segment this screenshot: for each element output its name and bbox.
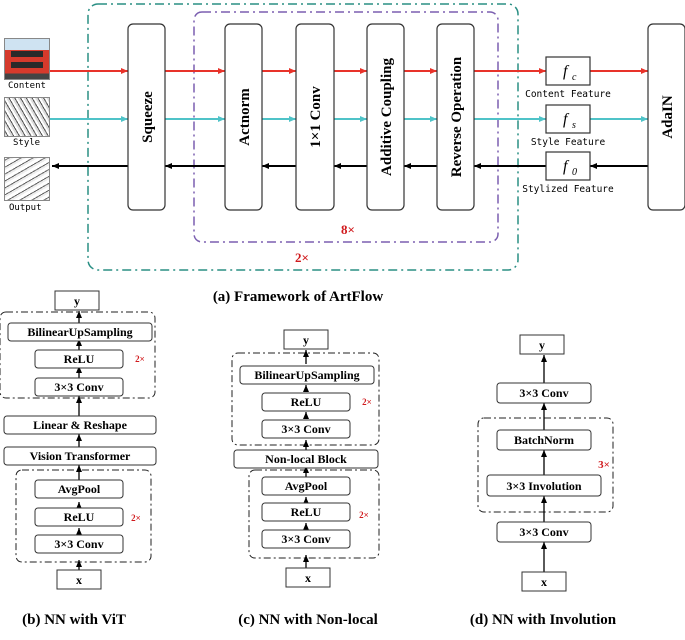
nonlocal-y: y — [303, 333, 309, 347]
style-feature-label: Style Feature — [531, 137, 606, 148]
adain-label: AdaIN — [660, 95, 676, 139]
content-feature-label: Content Feature — [525, 89, 611, 100]
nonlocal-x: x — [305, 571, 311, 585]
involution-conv-top: 3×3 Conv — [519, 386, 568, 400]
caption-c: (c) NN with Non-local — [238, 612, 378, 628]
style-label: Style — [13, 138, 41, 148]
involution-x: x — [541, 575, 547, 589]
vit-transformer: Vision Transformer — [30, 449, 131, 463]
additive-coupling-block: Additive Coupling — [366, 23, 405, 211]
vit-conv-bottom: 3×3 Conv — [54, 537, 103, 551]
conv1x1-label: 1×1 Conv — [308, 86, 324, 148]
vit-conv-top: 3×3 Conv — [54, 380, 103, 394]
stylized-feature-label: Stylized Feature — [522, 184, 614, 195]
content-feature-box: f c — [545, 56, 591, 86]
nonlocal-upsample: BilinearUpSampling — [254, 368, 359, 382]
actnorm-block: Actnorm — [224, 23, 263, 211]
vit-upsample: BilinearUpSampling — [27, 325, 132, 339]
nonlocal-repeat-top: 2× — [362, 397, 372, 407]
stylized-feature-box: f 0 — [545, 151, 591, 181]
nonlocal-block: Non-local Block — [265, 452, 347, 466]
output-image — [4, 157, 50, 201]
svg-text:c: c — [572, 72, 577, 83]
caption-d: (d) NN with Involution — [470, 612, 617, 628]
content-image — [4, 38, 50, 80]
vit-repeat-top: 2× — [135, 354, 145, 364]
involution-repeat: 3× — [598, 459, 610, 471]
involution-conv-bottom: 3×3 Conv — [519, 525, 568, 539]
outer-repeat-count: 2× — [295, 250, 309, 265]
panel-involution: y 3×3 Conv BatchNorm 3×3 Involution 3× 3… — [470, 334, 617, 628]
adain-block: AdaIN — [647, 23, 685, 211]
svg-text:s: s — [572, 120, 576, 131]
actnorm-label: Actnorm — [237, 88, 253, 146]
outer-repeat-frame — [87, 3, 519, 271]
squeeze-block: Squeeze — [127, 23, 166, 211]
svg-text:f: f — [563, 111, 570, 128]
content-label: Content — [8, 81, 46, 91]
panel-vit: y BilinearUpSampling ReLU 3×3 Conv 2× Li… — [0, 290, 157, 628]
vit-linear: Linear & Reshape — [33, 418, 127, 432]
conv1x1-block: 1×1 Conv — [295, 23, 335, 211]
panel-nonlocal: y BilinearUpSampling ReLU 3×3 Conv 2× No… — [231, 329, 380, 628]
nonlocal-relu-top: ReLU — [291, 395, 322, 409]
involution-batchnorm: BatchNorm — [514, 433, 574, 447]
squeeze-label: Squeeze — [140, 91, 156, 143]
nonlocal-conv-bottom: 3×3 Conv — [281, 532, 330, 546]
inner-repeat-frame — [193, 11, 499, 243]
style-feature-box: f s — [545, 104, 591, 134]
reverse-operation-block: Reverse Operation — [436, 23, 475, 211]
svg-text:f: f — [563, 158, 570, 175]
vit-relu-bottom: ReLU — [64, 510, 95, 524]
additive-coupling-label: Additive Coupling — [379, 58, 395, 176]
vit-x: x — [76, 573, 82, 587]
involution-involution: 3×3 Involution — [506, 479, 582, 493]
svg-text:0: 0 — [572, 167, 577, 178]
vit-avgpool: AvgPool — [58, 482, 101, 496]
nonlocal-conv-top: 3×3 Conv — [281, 422, 330, 436]
svg-text:f: f — [563, 63, 570, 80]
caption-a: (a) Framework of ArtFlow — [213, 289, 384, 305]
caption-b: (b) NN with ViT — [22, 612, 126, 628]
output-label: Output — [9, 203, 42, 213]
nonlocal-relu-bottom: ReLU — [291, 505, 322, 519]
reverse-operation-label: Reverse Operation — [449, 56, 465, 177]
involution-y: y — [539, 338, 545, 352]
inner-repeat-count: 8× — [341, 222, 355, 237]
style-image — [4, 97, 50, 137]
nonlocal-avgpool: AvgPool — [285, 479, 328, 493]
vit-y: y — [74, 294, 80, 308]
nonlocal-repeat-bottom: 2× — [359, 510, 369, 520]
vit-relu-top: ReLU — [64, 352, 95, 366]
vit-repeat-bottom: 2× — [131, 513, 141, 523]
